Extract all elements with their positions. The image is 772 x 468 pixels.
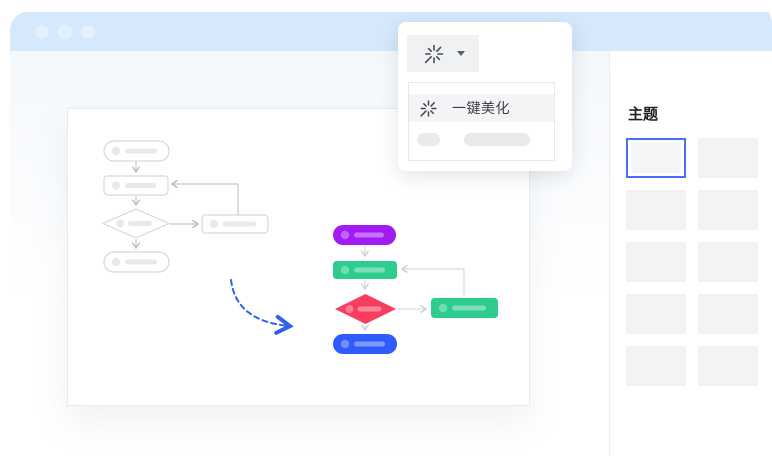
- beautify-sparkle-icon: [424, 44, 443, 63]
- window-control-dot[interactable]: [58, 24, 72, 39]
- menu-item-label: 一键美化: [452, 100, 510, 116]
- placeholder-pill: [417, 133, 440, 146]
- beautify-dropdown-menu: 一键美化: [408, 82, 555, 161]
- chevron-down-icon: [456, 51, 465, 56]
- theme-thumbnail[interactable]: [698, 346, 758, 386]
- placeholder-pill: [464, 133, 530, 146]
- theme-panel-title: 主题: [628, 106, 659, 123]
- theme-thumbnail[interactable]: [698, 190, 758, 230]
- menu-item-placeholder[interactable]: [409, 133, 554, 146]
- beautify-toolbar-button[interactable]: [407, 35, 479, 72]
- theme-thumbnail[interactable]: [698, 294, 758, 334]
- theme-grid: [626, 138, 762, 386]
- theme-thumbnail[interactable]: [626, 346, 686, 386]
- theme-thumbnail-selected[interactable]: [626, 138, 686, 178]
- sidebar-divider: [609, 51, 610, 456]
- theme-thumbnail[interactable]: [626, 294, 686, 334]
- beautify-sparkle-icon: [420, 99, 437, 117]
- menu-item-beautify[interactable]: 一键美化: [409, 94, 554, 122]
- beautify-popover: 一键美化: [398, 22, 572, 171]
- browser-titlebar: [10, 12, 772, 51]
- theme-thumbnail[interactable]: [698, 242, 758, 282]
- theme-thumbnail[interactable]: [626, 242, 686, 282]
- theme-sidebar: 主题: [610, 51, 762, 468]
- theme-thumbnail[interactable]: [626, 190, 686, 230]
- theme-thumbnail[interactable]: [698, 138, 758, 178]
- window-control-dot[interactable]: [81, 24, 95, 39]
- window-control-dot[interactable]: [35, 24, 49, 39]
